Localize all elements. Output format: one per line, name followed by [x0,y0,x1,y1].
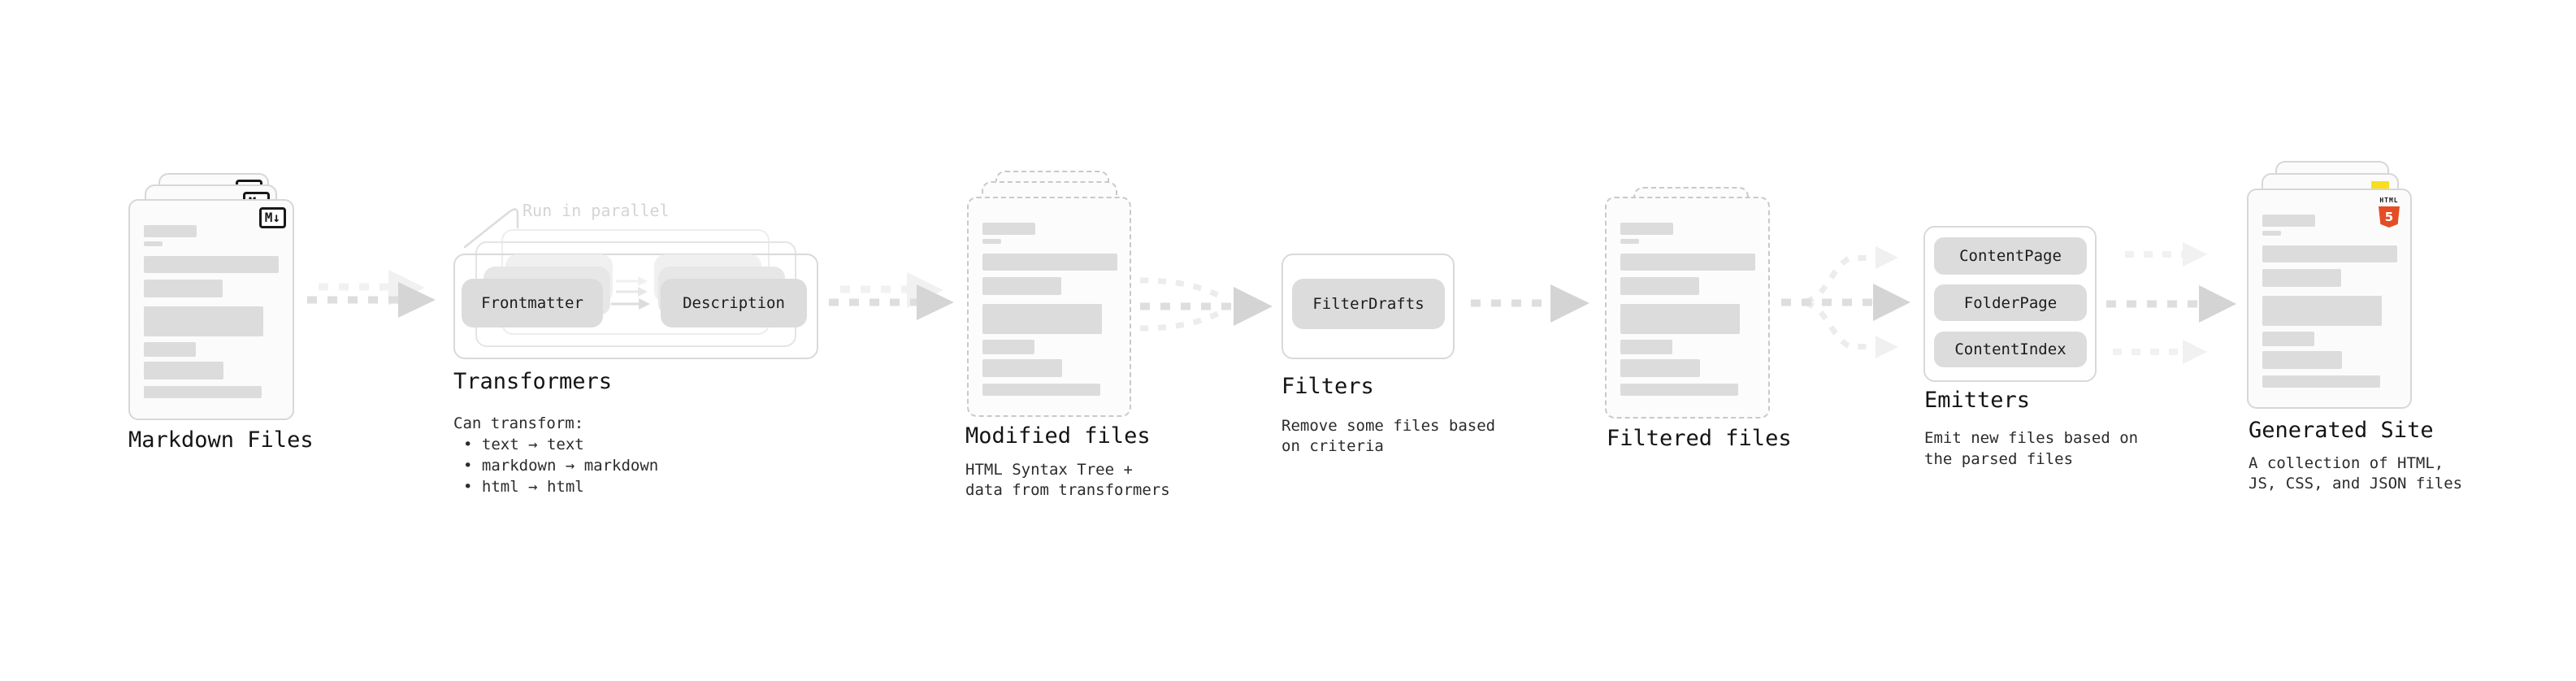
filtered-files-label: Filtered files [1607,426,1792,451]
modified-files-desc-1: HTML Syntax Tree + [965,461,1133,479]
doc-text-line [144,342,196,357]
filters-desc-1: Remove some files based [1281,417,1496,435]
filterdrafts-box: FilterDrafts [1292,279,1445,329]
filters-desc-2: on criteria [1281,437,1384,455]
run-in-parallel-annotation: Run in parallel [523,201,670,220]
doc-text-line [144,306,263,336]
arrow-markdown-to-transformers-ghost [319,270,425,306]
doc-text-line [982,384,1100,396]
contentpage-box: ContentPage [1934,237,2087,275]
doc-text-line [2262,375,2380,388]
arrow-filtered-to-emitters [1781,246,1910,358]
filters-label: Filters [1281,374,1374,399]
arrow-markdown-to-transformers [307,282,436,318]
modified-files-desc-2: data from transformers [965,481,1170,499]
doc-text-line [1620,340,1672,354]
doc-text-line [2262,215,2315,227]
doc-text-line [1620,239,1639,244]
markdown-files-label: Markdown Files [128,427,314,453]
html5-icon: HTML 5 [2379,197,2400,228]
arrow-filters-to-filtered [1471,284,1589,323]
modified-files-label: Modified files [965,423,1151,449]
doc-text-line [1620,254,1755,271]
doc-text-line [982,304,1102,334]
doc-text-line [1620,277,1699,295]
doc-text-line [2262,245,2397,262]
transformers-label: Transformers [453,369,613,394]
arrow-emitters-to-generated-top [2125,242,2207,267]
doc-text-line [144,241,163,246]
doc-text-line [982,239,1001,244]
emitters-desc-2: the parsed files [1924,450,2074,468]
arrow-transformers-to-modified-ghost [840,272,943,308]
doc-text-line [144,256,279,273]
generated-site-desc-1: A collection of HTML, [2249,454,2444,472]
emitters-desc-1: Emit new files based on [1924,429,2139,447]
doc-text-line [1620,223,1673,235]
folderpage-box: FolderPage [1934,284,2087,321]
doc-text-line [144,280,223,297]
doc-text-line [144,362,223,380]
transformer-layer-frame-front [453,254,818,359]
doc-text-line [982,223,1035,235]
doc-text-line [1620,384,1738,396]
doc-text-line [982,359,1062,377]
description-box: Description [661,279,807,327]
modified-file-card-front [967,197,1131,417]
doc-text-line [144,225,197,237]
arrow-transformers-to-modified [829,284,954,320]
markdown-file-card-front: M↓ [128,199,294,420]
doc-text-line [2262,269,2341,287]
transformers-bullet-3: • html → html [463,478,584,496]
doc-text-line [2262,351,2342,369]
generated-site-desc-2: JS, CSS, and JSON files [2249,475,2463,492]
generated-site-label: Generated Site [2249,418,2434,443]
transformers-desc-heading: Can transform: [453,414,584,432]
transformers-bullet-1: • text → text [463,436,584,453]
arrow-emitters-to-generated-bottom [2113,340,2207,364]
emitters-label: Emitters [1924,388,2031,413]
doc-text-line [1620,359,1700,377]
filtered-file-card-front [1605,197,1770,419]
generated-file-card-front: HTML 5 [2247,189,2412,409]
doc-text-line [2262,332,2314,346]
transformers-bullet-2: • markdown → markdown [463,457,659,475]
arrow-modified-to-filters [1139,277,1273,332]
contentindex-box: ContentIndex [1934,332,2087,367]
markdown-icon: M↓ [258,207,286,228]
arrow-emitters-to-generated-mid [2106,285,2236,323]
frontmatter-box: Frontmatter [462,279,603,327]
doc-text-line [144,386,262,398]
doc-text-line [982,340,1034,354]
doc-text-line [1620,304,1740,334]
doc-text-line [982,254,1117,271]
doc-text-line [2262,296,2382,326]
doc-text-line [2262,231,2281,236]
doc-text-line [982,277,1061,295]
